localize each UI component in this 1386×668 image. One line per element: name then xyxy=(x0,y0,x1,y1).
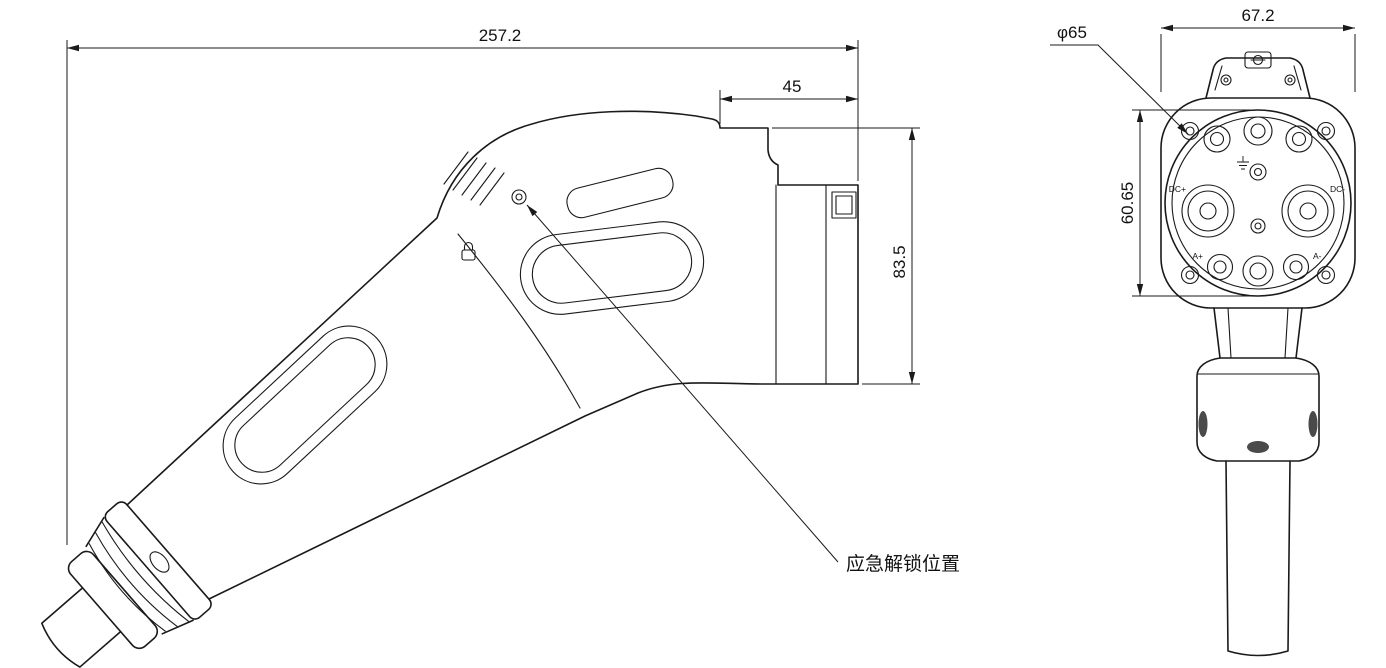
pin-bottom-center-core xyxy=(1249,262,1267,280)
pin-dc-plus-core xyxy=(1199,202,1217,220)
extension-lines xyxy=(1132,109,1250,297)
cap-outline xyxy=(1205,57,1311,99)
annotation-emergency-unlock: 应急解锁位置 xyxy=(846,553,960,575)
pin-dc-minus xyxy=(1281,184,1335,238)
neck-inner-lines xyxy=(1227,307,1289,359)
grip-hatching xyxy=(443,151,505,206)
dimension-text: 67.2 xyxy=(1241,6,1274,25)
handle-slot-inner xyxy=(234,337,376,473)
dimension-text: 257.2 xyxy=(479,26,522,45)
gland-bellows xyxy=(88,521,190,632)
pin-top-right xyxy=(1285,125,1313,153)
dim-front-height: 83.5 xyxy=(772,127,920,385)
flange xyxy=(1160,97,1356,309)
dim-face-height: 60.65 xyxy=(1118,109,1250,297)
dim-front-section: 45 xyxy=(719,77,858,124)
lock-icon xyxy=(461,241,476,261)
pin-dc-minus-core xyxy=(1299,202,1317,220)
pin-top-center-core xyxy=(1250,123,1266,139)
flange-screw-tr-center xyxy=(1321,126,1331,136)
leader-line xyxy=(1050,44,1189,135)
handle-slot xyxy=(222,325,388,485)
cable-gland xyxy=(41,501,212,668)
pin-bottom-left-core xyxy=(1213,260,1227,274)
dim-face-diameter: φ65 xyxy=(1050,23,1189,135)
cable-tube xyxy=(1225,460,1291,657)
pin-signal-upper xyxy=(1249,163,1267,181)
pin-top-right-core xyxy=(1291,131,1307,147)
connector-pins: DC+ DC- A+ A- xyxy=(1169,116,1345,287)
flange-screw-br-center xyxy=(1321,270,1331,280)
pin-signal-center xyxy=(1250,218,1266,234)
grip-vent-right xyxy=(1308,411,1318,437)
barrel-window-outer xyxy=(831,191,857,219)
pin-dc-plus-ring xyxy=(1187,190,1229,232)
ground-symbol xyxy=(1237,156,1249,170)
gland-collar xyxy=(104,501,212,620)
unlock-screw-outer xyxy=(511,189,527,205)
extension-lines xyxy=(1160,34,1356,92)
extension-lines xyxy=(772,127,920,385)
pin-label-a-plus: A+ xyxy=(1192,251,1203,261)
dimension-text: 83.5 xyxy=(890,245,909,278)
latch-bar xyxy=(566,167,674,219)
lock-shackle xyxy=(463,241,474,251)
pin-bottom-right-core xyxy=(1289,260,1303,274)
pin-signal-upper-core xyxy=(1253,167,1263,177)
pin-label-a-minus: A- xyxy=(1313,251,1322,261)
unlock-screw xyxy=(511,189,527,205)
pin-top-left xyxy=(1203,125,1231,153)
handle-slot-outer xyxy=(222,325,388,485)
lock-body xyxy=(461,249,476,261)
pin-signal-center-core xyxy=(1254,222,1262,230)
cap-screw-right-center xyxy=(1287,77,1293,83)
face-outer-circle xyxy=(1164,109,1352,297)
gun-outline xyxy=(126,110,859,600)
grip-vent-left xyxy=(1198,411,1208,437)
gland-end-collar xyxy=(67,550,159,650)
grip-collar xyxy=(1196,357,1320,462)
pin-label-dc-plus: DC+ xyxy=(1169,184,1186,194)
cap-screw-left xyxy=(1220,74,1232,86)
pin-dc-minus-ring xyxy=(1287,190,1329,232)
pin-label-dc-minus: DC- xyxy=(1330,184,1345,194)
unlock-screw-inner xyxy=(515,193,523,201)
dim-overall-length: 257.2 xyxy=(66,26,859,545)
front-view: DC+ DC- A+ A- 67.2 φ65 xyxy=(1050,6,1356,657)
unlock-annotation: 应急解锁位置 xyxy=(526,204,960,575)
pin-top-left-core xyxy=(1209,131,1225,147)
dimension-text: φ65 xyxy=(1057,23,1087,42)
cap-hatch xyxy=(1214,65,1302,91)
extension-lines xyxy=(66,40,859,545)
top-cap xyxy=(1205,51,1311,99)
pin-bottom-center xyxy=(1242,255,1274,287)
pin-bottom-left xyxy=(1206,253,1234,281)
pin-dc-plus xyxy=(1181,184,1235,238)
side-view: 257.2 45 83.5 应急解锁位置 xyxy=(41,26,960,668)
barrel-details xyxy=(775,184,827,385)
gland-detail-hole xyxy=(149,551,170,573)
dimension-text: 60.65 xyxy=(1118,182,1137,225)
cap-center-tab xyxy=(1244,51,1272,69)
leader-line xyxy=(526,204,839,563)
flange-screw-bl-center xyxy=(1185,270,1195,280)
barrel-window-inner xyxy=(835,195,853,215)
pin-bottom-right xyxy=(1282,253,1310,281)
pin-top-center xyxy=(1243,116,1273,146)
dim-face-width: 67.2 xyxy=(1160,6,1356,92)
dimension-text: 45 xyxy=(783,77,802,96)
grip-vent-center xyxy=(1247,441,1269,453)
cap-screw-right xyxy=(1284,74,1296,86)
cable xyxy=(41,587,122,668)
neck xyxy=(1213,307,1303,359)
head-slot-inner xyxy=(531,232,693,304)
cap-screw-left-center xyxy=(1223,77,1229,83)
gland-sides xyxy=(85,516,194,635)
